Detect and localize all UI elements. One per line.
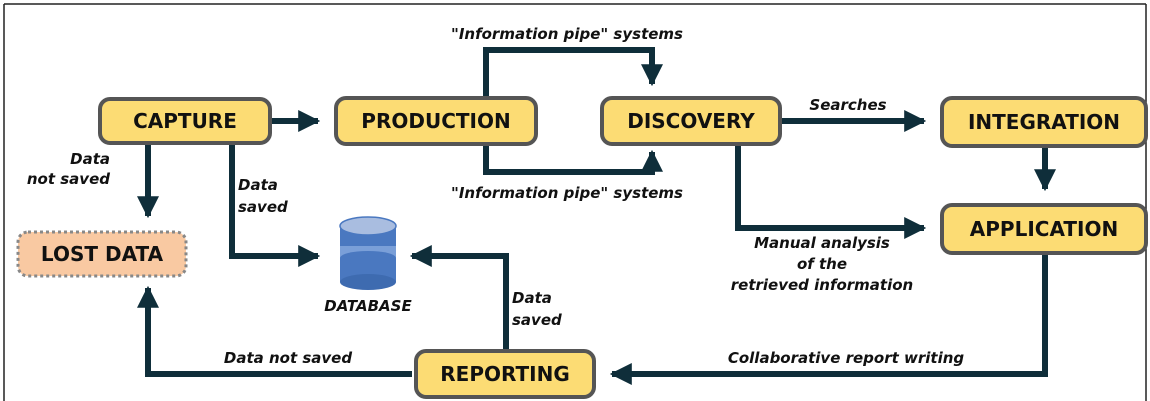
arrow-discovery-application bbox=[735, 145, 927, 239]
node-application: APPLICATION bbox=[940, 203, 1148, 255]
label-manual-analysis-2: of the bbox=[797, 255, 847, 273]
node-integration-label: INTEGRATION bbox=[968, 110, 1120, 134]
label-data-not-saved-reporting: Data not saved bbox=[224, 349, 352, 367]
database-icon bbox=[339, 216, 397, 290]
arrow-pipe-top bbox=[483, 47, 663, 98]
node-production: PRODUCTION bbox=[334, 96, 538, 146]
arrow-application-reporting bbox=[609, 253, 1048, 385]
arrow-reporting-lostdata bbox=[137, 285, 412, 377]
node-discovery-label: DISCOVERY bbox=[627, 109, 755, 133]
label-data-saved-capture-1: Data bbox=[238, 176, 278, 194]
node-capture: CAPTURE bbox=[98, 97, 272, 145]
node-lost-data: LOST DATA bbox=[16, 230, 188, 278]
node-lost-data-label: LOST DATA bbox=[41, 242, 164, 266]
label-data-saved-capture-2: saved bbox=[238, 198, 288, 216]
arrow-capture-database bbox=[229, 143, 321, 267]
node-application-label: APPLICATION bbox=[970, 217, 1118, 241]
label-data-not-saved-capture-1: Data bbox=[70, 150, 110, 168]
database-label: DATABASE bbox=[324, 297, 412, 315]
label-info-pipe-top: "Information pipe" systems bbox=[451, 25, 683, 43]
node-reporting: REPORTING bbox=[414, 349, 596, 399]
node-reporting-label: REPORTING bbox=[440, 362, 569, 386]
label-searches: Searches bbox=[809, 96, 886, 114]
arrow-pipe-bottom bbox=[483, 145, 663, 175]
node-discovery: DISCOVERY bbox=[600, 96, 782, 146]
label-data-saved-reporting-2: saved bbox=[512, 311, 562, 329]
label-data-not-saved-capture-2: not saved bbox=[27, 170, 110, 188]
node-integration: INTEGRATION bbox=[940, 96, 1148, 148]
arrow-reporting-database bbox=[409, 245, 509, 350]
label-data-saved-reporting-1: Data bbox=[512, 289, 552, 307]
node-capture-label: CAPTURE bbox=[133, 109, 237, 133]
label-manual-analysis-1: Manual analysis bbox=[754, 234, 890, 252]
label-info-pipe-bottom: "Information pipe" systems bbox=[451, 184, 683, 202]
label-collaborative-report: Collaborative report writing bbox=[728, 349, 965, 367]
node-production-label: PRODUCTION bbox=[361, 109, 510, 133]
label-manual-analysis-3: retrieved information bbox=[731, 276, 913, 294]
